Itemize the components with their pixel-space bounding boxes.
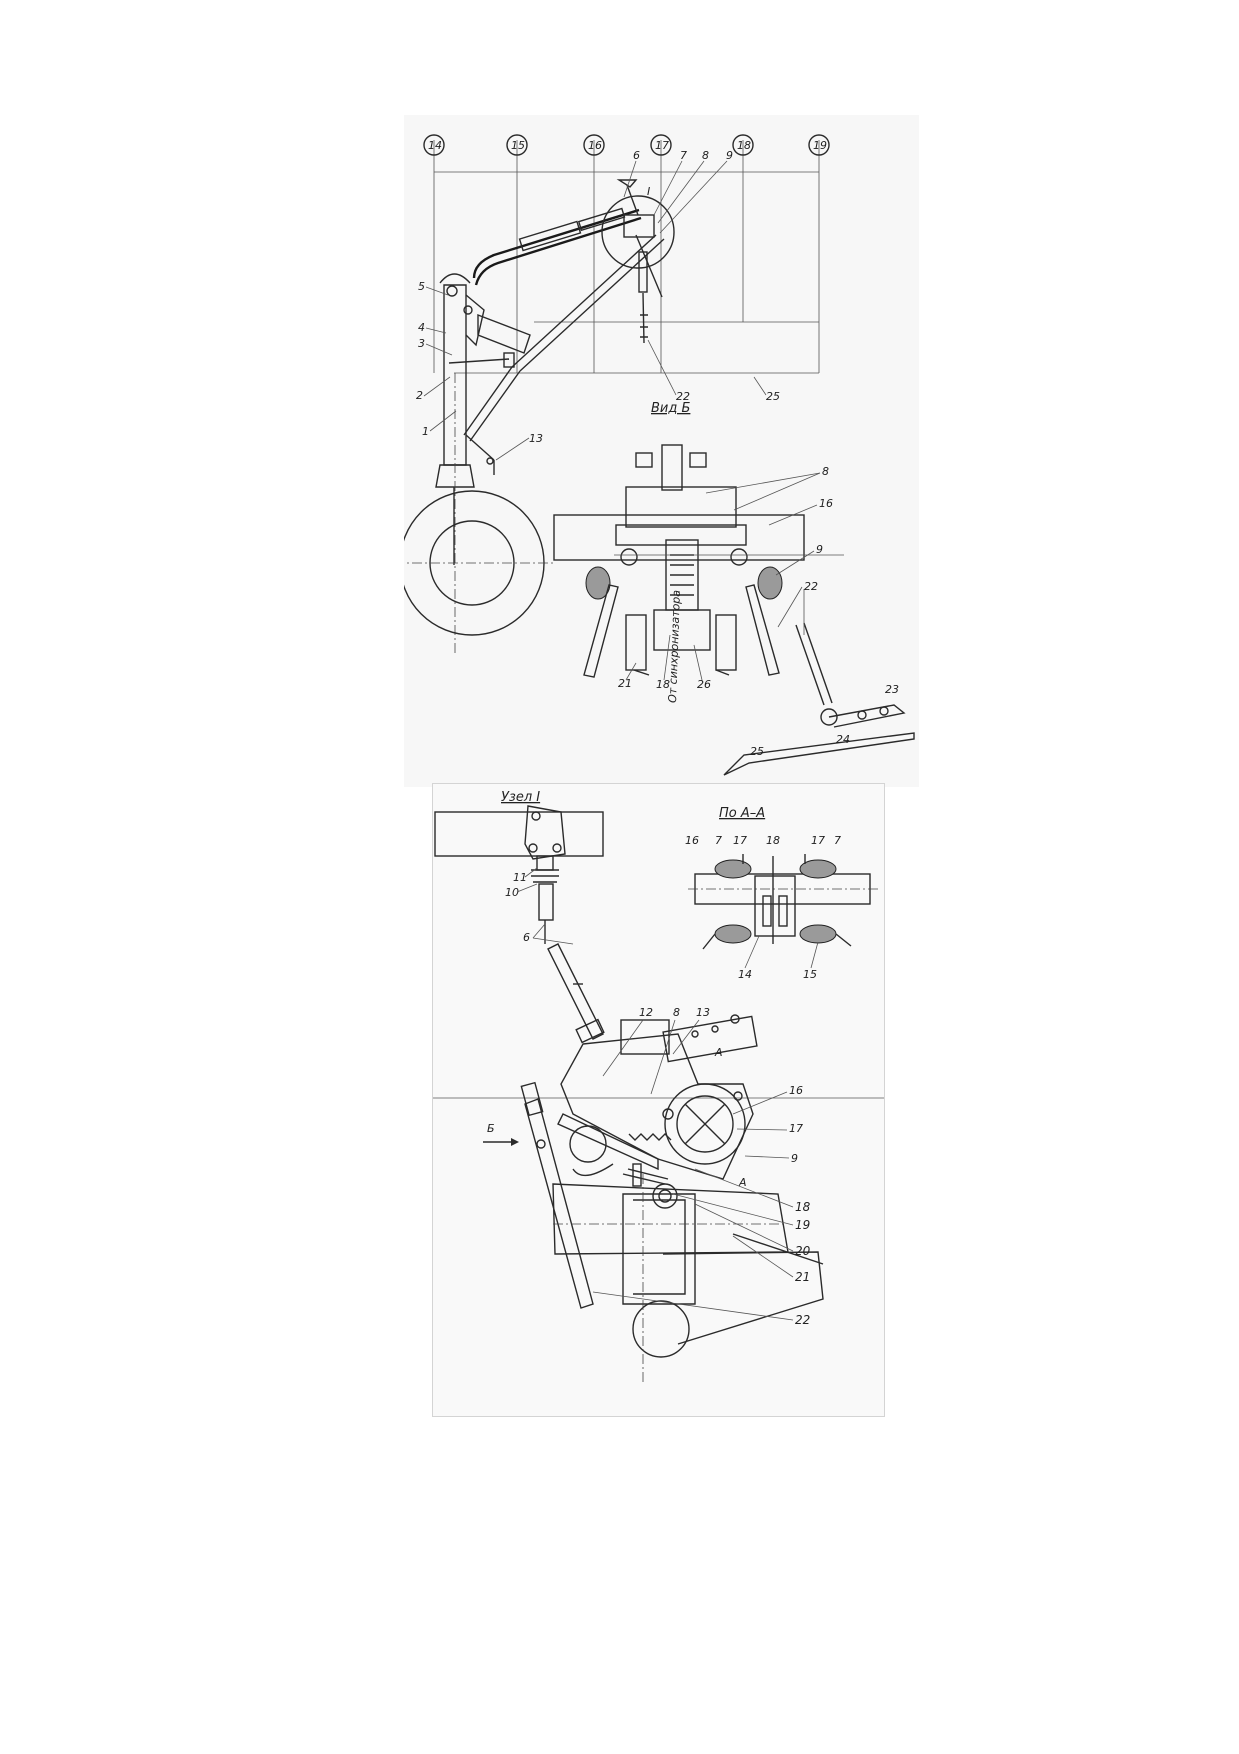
viewB-callout-22: 22	[804, 580, 818, 593]
top-callouts: 6 7 8 9 I 5 4 3 2 1 13 22 25	[416, 149, 780, 461]
viewB-callout-24: 24	[836, 733, 850, 746]
callout-9: 9	[726, 149, 733, 162]
viewB-callout-26: 26	[697, 678, 711, 691]
callout-7: 7	[680, 149, 687, 162]
callout-16b: 16	[789, 1084, 803, 1097]
viewB-callout-8: 8	[822, 465, 829, 478]
callout-A-bottom: А	[738, 1176, 747, 1189]
callout-12: 12	[639, 1006, 653, 1019]
callout-8b: 8	[673, 1006, 680, 1019]
view-B-detail: Вид Б От синхронизатора	[553, 401, 915, 776]
callout-20: 20	[795, 1244, 811, 1258]
arrow-B-label: Б	[487, 1122, 495, 1135]
callout-13b: 13	[696, 1006, 710, 1019]
sectionAA-callout-18: 18	[766, 834, 780, 847]
callout-3: 3	[418, 337, 425, 350]
viewB-callout-9: 9	[816, 543, 823, 556]
sectionAA-callout-17b: 17	[811, 834, 825, 847]
node-I-title: Узел I	[501, 790, 540, 805]
frame-19-label: 19	[813, 139, 827, 152]
callout-19: 19	[795, 1218, 810, 1232]
bottom-drawing-panel: Узел I 11 10 6 По А–А 16 7	[432, 783, 885, 1417]
callout-5: 5	[418, 280, 425, 293]
section-AA-title: По А–А	[719, 806, 765, 821]
callout-9b: 9	[791, 1152, 798, 1165]
sectionAA-callout-16: 16	[685, 834, 699, 847]
callout-11: 11	[513, 871, 527, 884]
frame-17-label: 17	[655, 139, 669, 152]
frame-14-label: 14	[428, 139, 442, 152]
callout-17c: 17	[789, 1122, 803, 1135]
from-synchronizer-note: От синхронизатора	[666, 589, 683, 703]
sectionAA-callout-7b: 7	[834, 834, 841, 847]
callout-6: 6	[633, 149, 640, 162]
retraction-actuator	[472, 207, 642, 286]
view-B-title: Вид Б	[651, 401, 690, 416]
torque-link	[465, 434, 495, 475]
section-AA-drawing: 16 7 17 18 17 7 14 15	[685, 834, 878, 981]
sectionAA-callout-17a: 17	[733, 834, 747, 847]
nose-wheel	[404, 490, 554, 636]
landing-gear-strut	[435, 273, 531, 655]
viewB-callout-18: 18	[656, 678, 670, 691]
frame-15-label: 15	[511, 139, 525, 152]
steering-mechanism	[520, 943, 824, 1384]
viewB-callout-21: 21	[618, 677, 632, 690]
callout-10: 10	[505, 886, 519, 899]
top-drawing-panel: 14 15 16 17 18 19	[404, 115, 919, 787]
callout-22b: 22	[795, 1313, 810, 1327]
callout-A-top: А	[714, 1046, 723, 1059]
viewB-callout-25: 25	[750, 745, 764, 758]
callout-1: 1	[422, 425, 429, 438]
frame-16-label: 16	[588, 139, 602, 152]
sectionAA-callout-7a: 7	[715, 834, 722, 847]
viewB-callout-23: 23	[885, 683, 899, 696]
sectionAA-callout-15: 15	[803, 968, 817, 981]
callout-18b: 18	[795, 1200, 811, 1214]
callout-4: 4	[418, 321, 425, 334]
view-arrow-B: Б	[483, 1122, 519, 1146]
node-I-detail-drawing: Узел I 11 10 6 По А–А 16 7	[433, 790, 884, 1384]
callout-13: 13	[529, 432, 543, 445]
callout-22: 22	[676, 390, 690, 403]
steering-link	[463, 234, 665, 442]
sectionAA-callout-14: 14	[738, 968, 752, 981]
callout-25: 25	[766, 390, 780, 403]
frame-18-label: 18	[737, 139, 751, 152]
node-I-top-mount: 11 10 6	[434, 805, 604, 945]
viewB-callout-16: 16	[819, 497, 833, 510]
callout-6b: 6	[523, 931, 530, 944]
callout-8: 8	[702, 149, 709, 162]
frame-number-markers: 14 15 16 17 18 19	[423, 134, 830, 156]
main-callouts: 12 8 13 А 16 17 9 А 18 19 20 21 22	[592, 1006, 811, 1327]
nose-gear-general-view: 14 15 16 17 18 19	[404, 134, 915, 776]
callout-2: 2	[416, 389, 423, 402]
node-I-detail-circle	[601, 179, 675, 344]
callout-node-I: I	[647, 185, 650, 198]
callout-21b: 21	[795, 1270, 810, 1284]
